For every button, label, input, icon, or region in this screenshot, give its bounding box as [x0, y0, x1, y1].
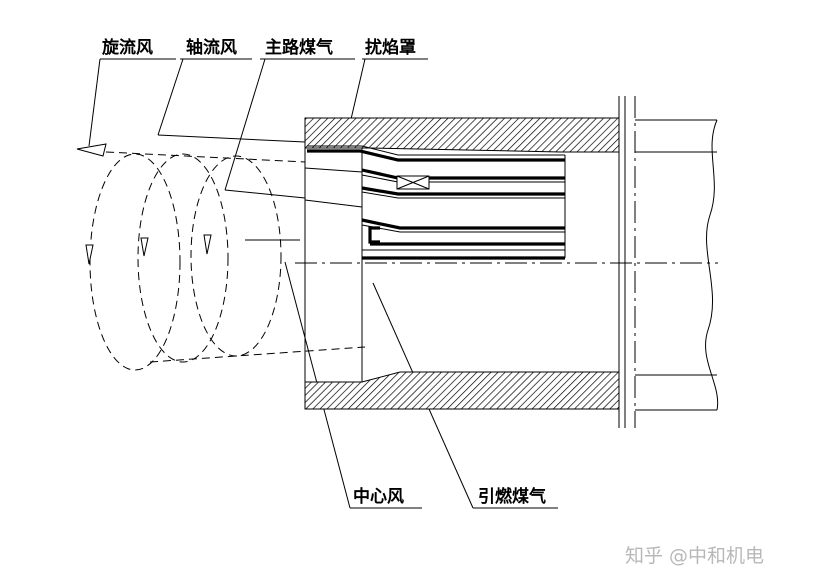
label-underlines: [100, 58, 558, 509]
swirl-spiral: [89, 151, 366, 371]
label-ignition-gas: 引燃煤气: [478, 486, 546, 507]
burner-wall: [304, 117, 620, 410]
valve-icon: [396, 175, 430, 190]
swirl-arrow-icon: [76, 143, 107, 157]
flame-holder: [368, 226, 380, 244]
inlet-lines: [304, 167, 363, 208]
label-axial-air: 轴流风: [186, 37, 237, 58]
watermark: 知乎 @中和机电: [625, 545, 764, 567]
label-swirl-air: 旋流风: [101, 37, 153, 58]
main-gas-channels: [307, 145, 566, 260]
spiral-arrow-icons: [85, 234, 212, 265]
pipe-extension: [635, 119, 719, 411]
label-main-gas: 主路煤气: [265, 37, 333, 58]
break-lines: [618, 96, 636, 428]
label-center-air: 中心风: [353, 486, 404, 507]
label-flame-holder: 扰焰罩: [365, 37, 416, 58]
